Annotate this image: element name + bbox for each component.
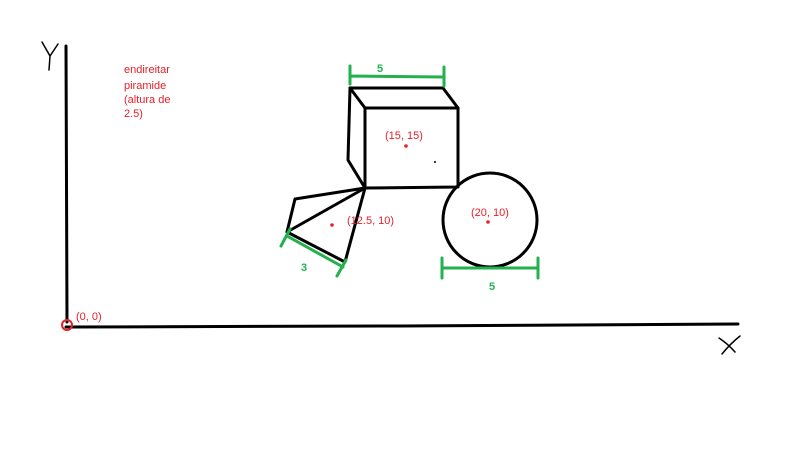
- note-line: (altura de: [124, 94, 170, 106]
- pyramid-base-dimension: [279, 227, 348, 278]
- x-axis: [64, 322, 741, 355]
- cube-width-dimension: [348, 64, 446, 88]
- circle-center-label: (20, 10): [471, 207, 509, 219]
- note-line: 2.5): [124, 108, 143, 120]
- pyramid-base-label: 3: [301, 262, 307, 274]
- circle-shape: [441, 171, 539, 269]
- origin-label: (0, 0): [76, 311, 102, 323]
- note-line: endireitar: [124, 64, 170, 76]
- circle-diameter-label: 5: [489, 281, 495, 293]
- origin-marker: [61, 319, 73, 331]
- circle-diameter-dimension: [440, 256, 540, 280]
- y-axis-letter: [41, 41, 59, 71]
- note-text: endireitar piramide (altura de 2.5): [124, 64, 174, 120]
- cube-center-label: (15, 15): [385, 130, 423, 142]
- cube-width-label: 5: [377, 63, 383, 75]
- y-axis: [41, 41, 69, 324]
- note-line: piramide: [124, 80, 166, 92]
- x-axis-letter: [718, 335, 741, 355]
- pyramid-center-label: (12.5, 10): [347, 215, 394, 227]
